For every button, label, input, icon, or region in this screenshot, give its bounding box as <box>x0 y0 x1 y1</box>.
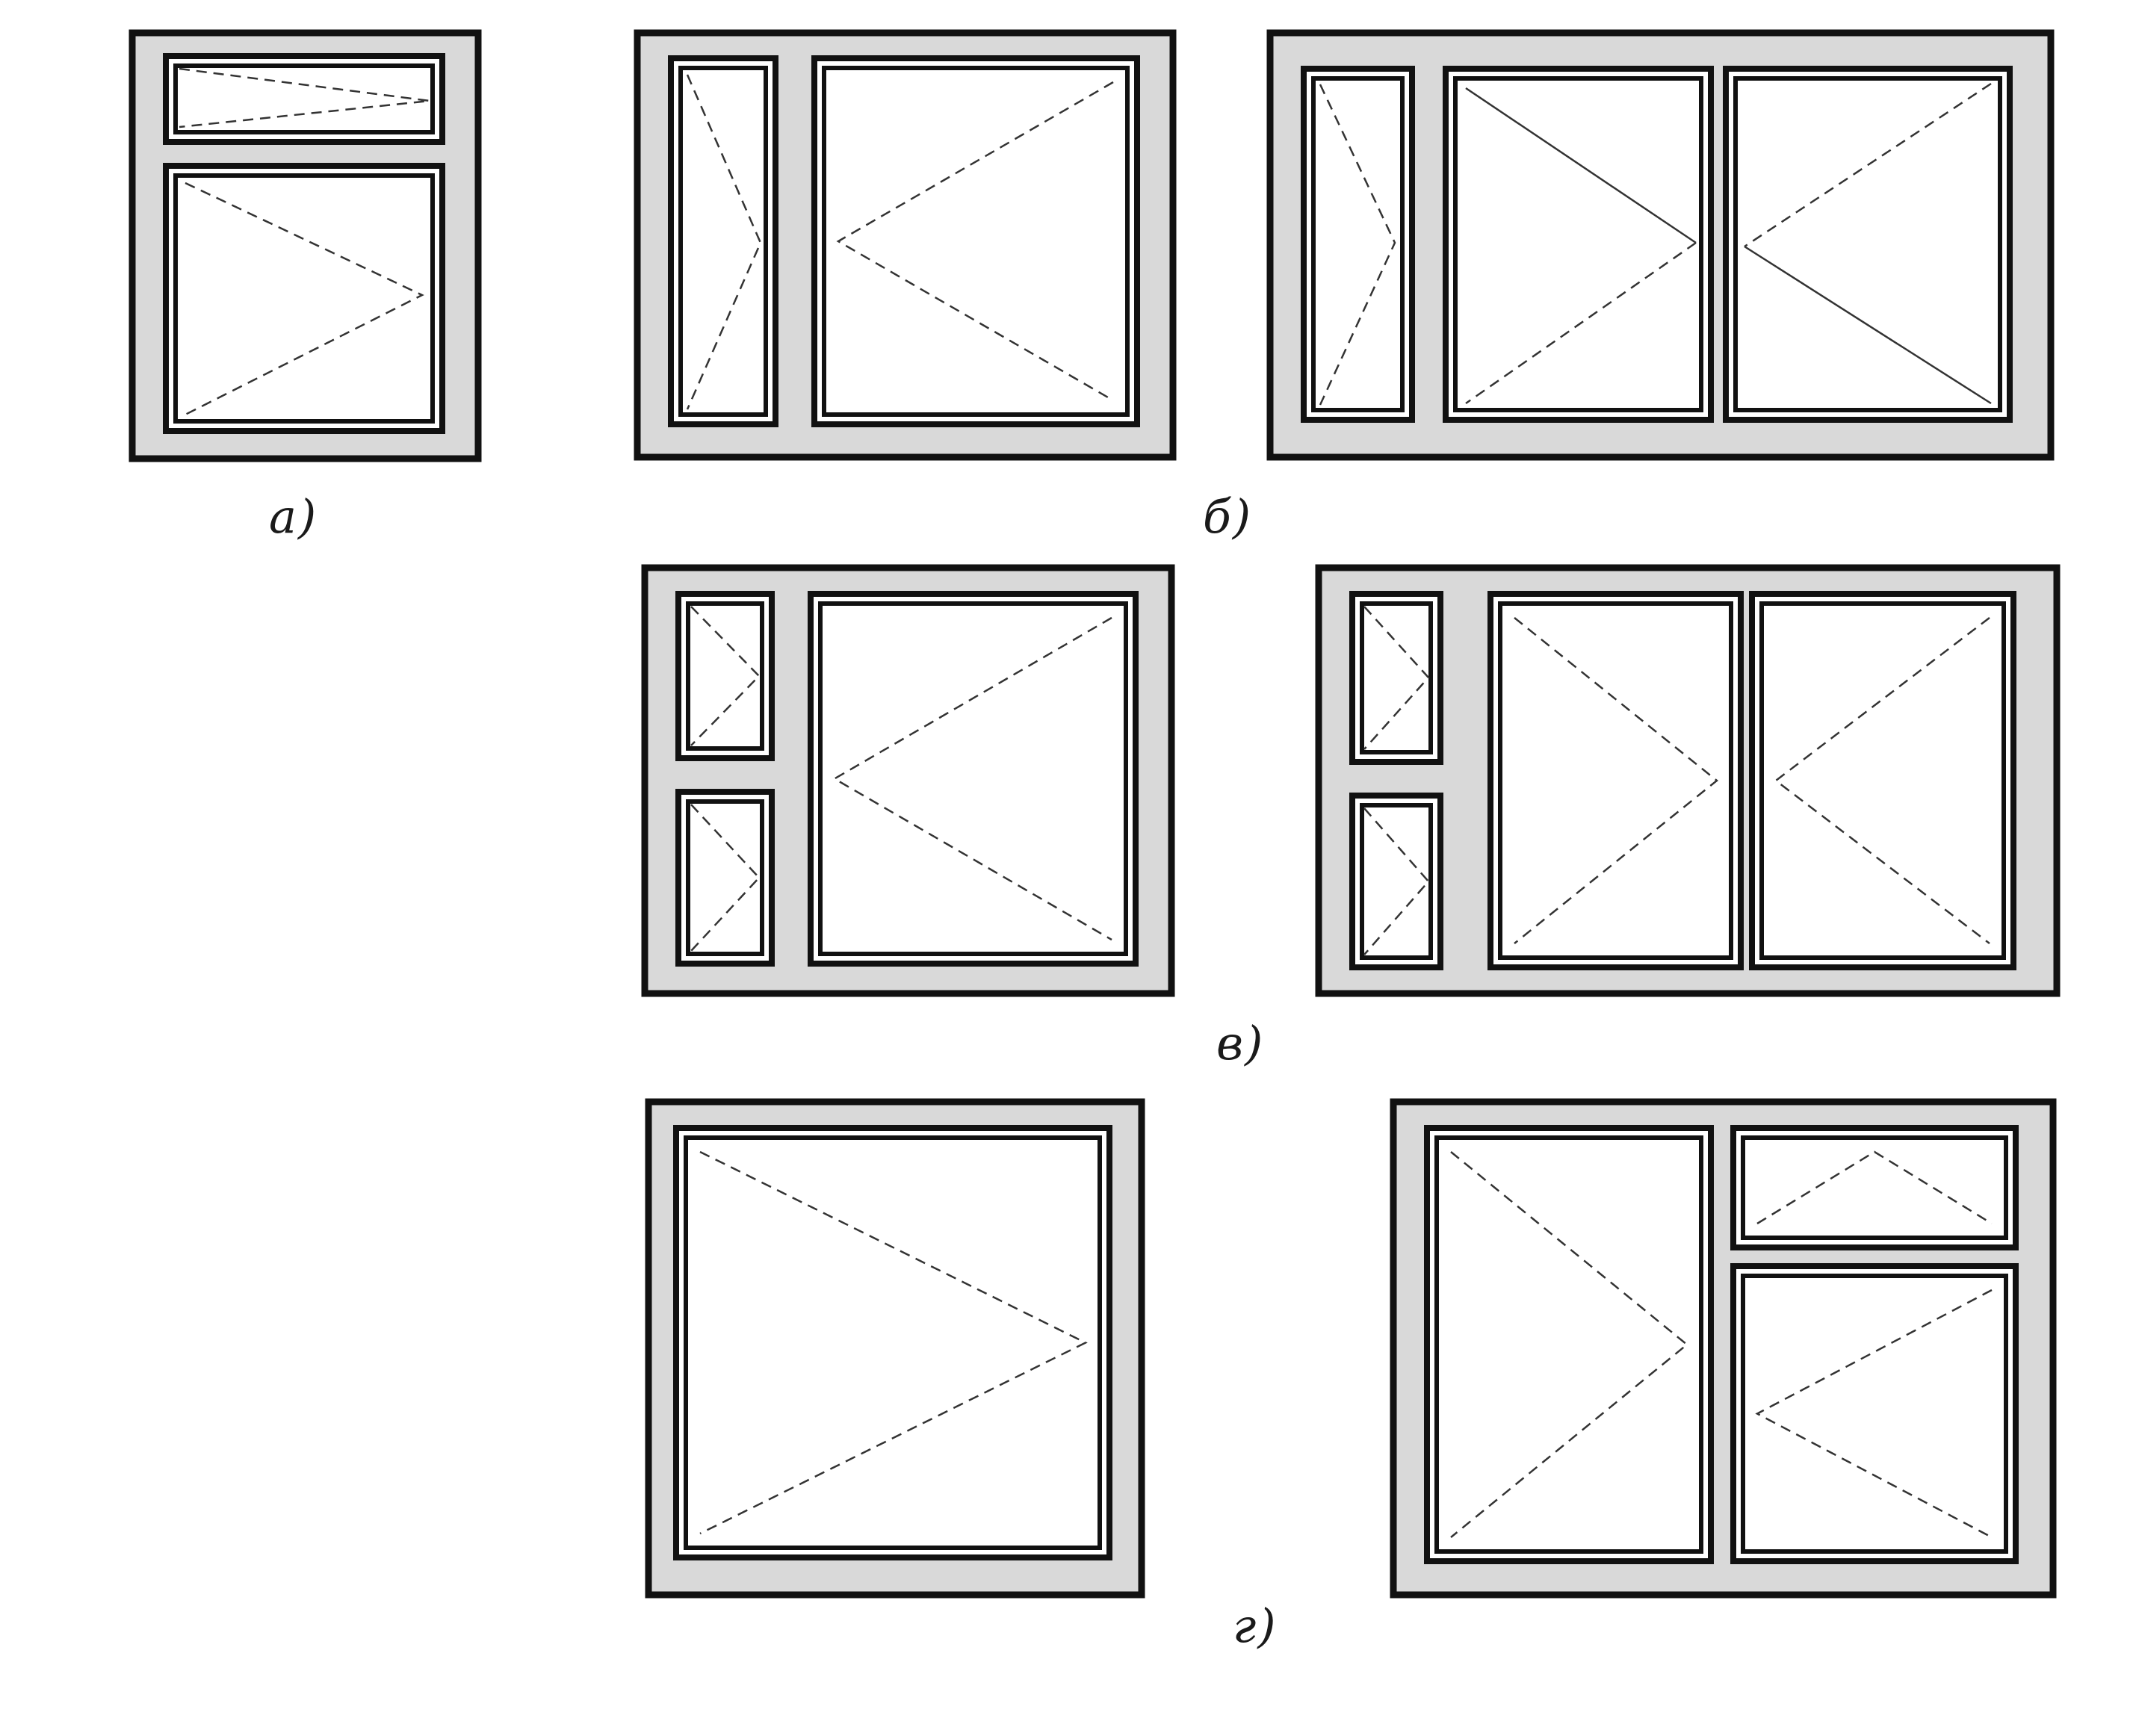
caption-a: а) <box>269 489 318 544</box>
window-v2-right-sash-inner <box>1759 601 2006 960</box>
window-g1-sash <box>673 1125 1112 1560</box>
window-a-main-sash <box>163 163 445 434</box>
window-g2-lower-sash-inner <box>1741 1274 2008 1554</box>
window-b2-right-dashed <box>1744 82 1992 248</box>
window-b2-narrow-symbol <box>1319 84 1396 406</box>
window-v1-bottom-vent-inner <box>686 799 764 956</box>
window-v2 <box>1315 564 2061 997</box>
window-v2-left-sash-inner <box>1498 601 1733 960</box>
window-b2-left-sash-inner <box>1453 76 1703 412</box>
window-g2-lower-symbol <box>1755 1289 1993 1539</box>
window-v1-bottom-vent <box>675 789 775 967</box>
window-b1-wide-sash <box>811 55 1140 427</box>
window-b2-left-dashed <box>1465 241 1697 405</box>
window-v1-wide-sash <box>808 591 1139 967</box>
window-a-main-symbol <box>185 182 424 416</box>
window-g2-transom-sash <box>1730 1125 2019 1250</box>
window-g1 <box>645 1098 1145 1599</box>
window-g1-sash-inner <box>684 1135 1102 1550</box>
window-b1-narrow-sash-inner <box>678 66 768 417</box>
window-v2-bottom-vent-inner <box>1360 803 1433 960</box>
window-v2-left-symbol <box>1514 617 1718 944</box>
window-b2-right-sash-inner <box>1733 76 2002 412</box>
window-b2-right-sash <box>1723 66 2013 423</box>
window-v1-wide-sash-inner <box>818 601 1128 956</box>
window-b2-right-solid <box>1744 245 1992 405</box>
window-v2-right-sash <box>1749 591 2016 970</box>
window-v1 <box>641 564 1175 997</box>
window-g2-lower-sash <box>1730 1263 2019 1564</box>
window-a <box>129 29 482 462</box>
window-b2-narrow-sash-inner <box>1311 76 1405 412</box>
window-b2-narrow-sash <box>1301 66 1415 423</box>
window-b1-narrow-symbol <box>686 74 762 410</box>
window-a-transom-sash <box>163 53 445 145</box>
window-b1 <box>634 29 1177 461</box>
window-g2-wide-sash <box>1424 1125 1714 1564</box>
window-v1-top-vent-symbol <box>690 606 761 746</box>
window-v2-left-sash <box>1487 591 1744 970</box>
window-v1-wide-symbol <box>832 616 1112 941</box>
window-v2-top-vent-symbol <box>1363 606 1430 750</box>
window-b1-wide-sash-inner <box>822 66 1130 417</box>
window-a-transom-sash-inner <box>173 63 435 134</box>
window-b2-left-solid <box>1465 87 1697 244</box>
window-g2-transom-symbol <box>1756 1150 1993 1225</box>
caption-v: в) <box>1216 1016 1265 1070</box>
window-v1-top-vent-inner <box>686 601 764 751</box>
window-v2-top-vent <box>1349 591 1443 765</box>
window-b2-left-sash <box>1443 66 1714 423</box>
window-g2-wide-sash-inner <box>1434 1135 1703 1554</box>
window-a-transom-symbol <box>179 67 430 128</box>
window-b2 <box>1266 29 2055 461</box>
caption-g: г) <box>1233 1599 1278 1653</box>
window-g2-wide-symbol <box>1450 1151 1688 1538</box>
window-v2-top-vent-inner <box>1360 601 1433 754</box>
window-g2-transom-sash-inner <box>1741 1135 2008 1240</box>
window-b1-narrow-sash <box>668 55 778 427</box>
window-v2-bottom-vent-symbol <box>1363 807 1430 955</box>
caption-b: б) <box>1203 489 1253 544</box>
window-v2-right-symbol <box>1774 617 1990 944</box>
window-a-main-sash-inner <box>173 173 435 424</box>
window-g2 <box>1390 1098 2057 1599</box>
window-g1-symbol <box>699 1150 1088 1535</box>
window-v2-bottom-vent <box>1349 793 1443 970</box>
window-b1-wide-symbol <box>836 81 1114 402</box>
window-v1-top-vent <box>675 591 775 761</box>
